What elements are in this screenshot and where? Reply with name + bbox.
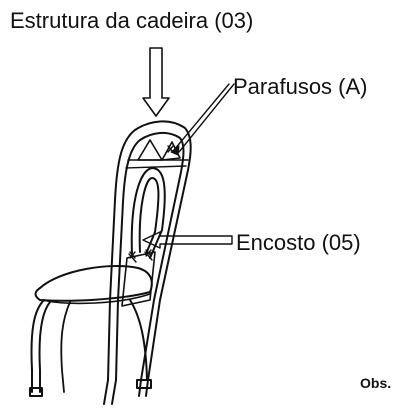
- obs-label: Obs.: [360, 375, 392, 391]
- chair-frame: [107, 120, 192, 381]
- screws-leader: [170, 83, 235, 156]
- backrest-panel: [121, 251, 156, 307]
- chair-seat: [34, 265, 153, 305]
- down-arrow-icon: [142, 47, 170, 117]
- backrest-label: Encosto (05): [236, 230, 361, 255]
- chair-legs: [29, 299, 152, 405]
- screw-icons: [129, 145, 174, 259]
- screws-label: Parafusos (A): [233, 74, 368, 99]
- frame-label: Estrutura da cadeira (03): [10, 8, 254, 33]
